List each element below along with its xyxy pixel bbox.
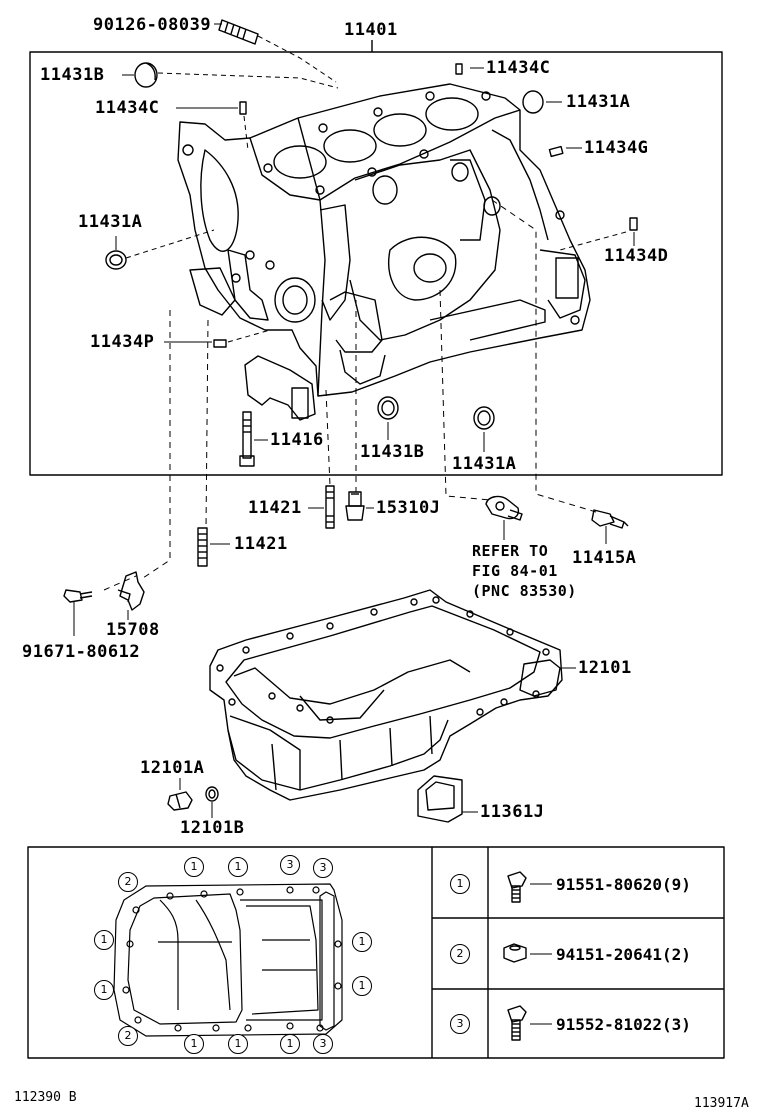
label-11431B-bottom: 11431B — [360, 442, 425, 462]
bolt-11416 — [239, 411, 255, 467]
drain-plug-12101A — [167, 791, 193, 811]
pan-marker-left-top: 2 — [118, 872, 138, 892]
pan-marker-bottom-4: 3 — [313, 1034, 333, 1054]
bolt-icon-1 — [507, 871, 527, 903]
block-group-frame — [29, 51, 723, 476]
footer-code-left: 112390 B — [14, 1090, 77, 1105]
cylinder-block-drawing — [177, 83, 591, 397]
legend-part-2: 94151-20641(2) — [556, 945, 691, 964]
refer-line-3: (PNC 83530) — [472, 582, 577, 600]
plug-11431A-bottom — [473, 406, 495, 430]
label-15310J: 15310J — [376, 498, 441, 518]
plate-11361J — [417, 775, 463, 823]
pan-marker-right-1: 1 — [352, 932, 372, 952]
switch-15310J — [345, 491, 365, 521]
bolt-icon-3 — [507, 1005, 527, 1041]
nut-icon-2 — [503, 943, 527, 963]
label-11431B-top: 11431B — [40, 65, 105, 85]
label-91671-80612: 91671-80612 — [22, 642, 141, 662]
label-11415A: 11415A — [572, 548, 637, 568]
stud-90126 — [218, 19, 259, 45]
bracket-15708 — [117, 571, 145, 611]
label-12101: 12101 — [578, 658, 632, 678]
pan-marker-top-2: 1 — [228, 857, 248, 877]
plug-11431B-top — [134, 62, 158, 88]
legend-key-3: 3 — [450, 1014, 470, 1034]
gasket-12101B — [205, 786, 219, 802]
legend-key-2: 2 — [450, 944, 470, 964]
pan-marker-left-bottom: 2 — [118, 1026, 138, 1046]
label-11431A-top: 11431A — [566, 92, 631, 112]
label-11421-b: 11421 — [234, 534, 288, 554]
footer-code-right: 113917A — [694, 1096, 749, 1111]
bolt-legend-frame — [27, 846, 725, 1059]
label-11434G: 11434G — [584, 138, 649, 158]
legend-part-1: 91551-80620(9) — [556, 875, 691, 894]
pan-marker-bottom-3: 1 — [280, 1034, 300, 1054]
label-11401: 11401 — [344, 20, 398, 40]
oil-pan-drawing — [209, 589, 563, 801]
label-12101B: 12101B — [180, 818, 245, 838]
legend-key-1: 1 — [450, 874, 470, 894]
label-11416: 11416 — [270, 430, 324, 450]
pan-marker-top-1: 1 — [184, 857, 204, 877]
label-11434D: 11434D — [604, 246, 669, 266]
label-90126-08039: 90126-08039 — [93, 15, 212, 35]
label-11431A-left: 11431A — [78, 212, 143, 232]
legend-part-3: 91552-81022(3) — [556, 1015, 691, 1034]
label-11434P: 11434P — [90, 332, 155, 352]
label-11361J: 11361J — [480, 802, 545, 822]
label-11434C-top: 11434C — [486, 58, 551, 78]
sensor-refer — [485, 495, 523, 521]
pan-marker-top-4: 3 — [313, 858, 333, 878]
oil-pan-plan-view — [113, 883, 343, 1037]
plug-11431A-left — [105, 250, 127, 270]
pan-marker-top-3: 3 — [280, 855, 300, 875]
pan-marker-left-2: 1 — [94, 980, 114, 1000]
sensor-11415A — [591, 509, 629, 529]
bearing-cap-drawing — [244, 355, 316, 421]
pan-marker-bottom-2: 1 — [228, 1034, 248, 1054]
refer-line-1: REFER TO — [472, 542, 549, 560]
label-11434C-left: 11434C — [95, 98, 160, 118]
pan-marker-left-1: 1 — [94, 930, 114, 950]
label-11431A-bottom: 11431A — [452, 454, 517, 474]
refer-line-2: FIG 84-01 — [472, 562, 558, 580]
label-12101A: 12101A — [140, 758, 205, 778]
label-11421-a: 11421 — [248, 498, 302, 518]
pan-marker-bottom-1: 1 — [184, 1034, 204, 1054]
plug-11431B-bottom — [377, 396, 399, 420]
plug-11431A-top — [522, 90, 544, 114]
bolt-91671 — [63, 589, 93, 603]
label-15708: 15708 — [106, 620, 160, 640]
pan-marker-right-2: 1 — [352, 976, 372, 996]
